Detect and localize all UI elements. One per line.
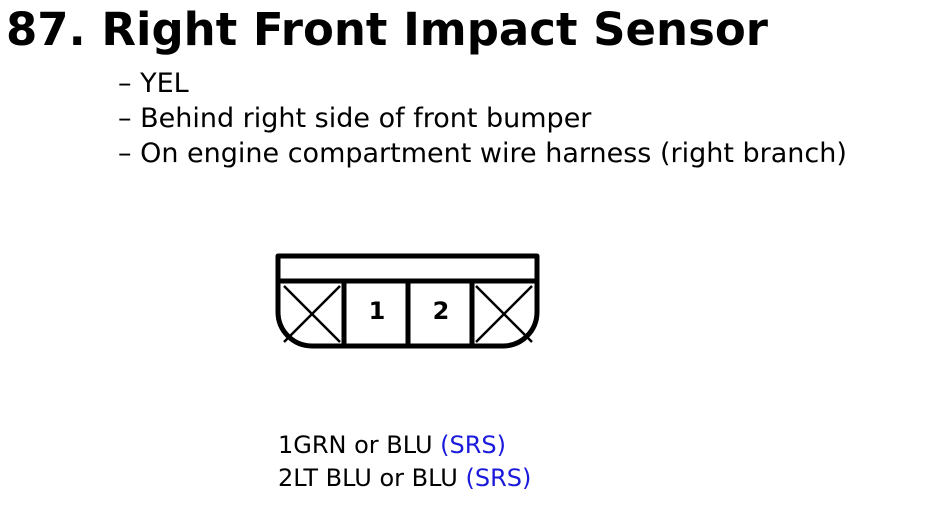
circuit-link[interactable]: (SRS) xyxy=(440,431,507,459)
pin-wire-color: 2LT BLU or BLU xyxy=(278,464,458,492)
empty-cavity-right-cross-icon xyxy=(475,285,533,343)
connector-color: – YEL xyxy=(118,68,189,99)
connector-location: – Behind right side of front bumper xyxy=(118,103,592,134)
circuit-link[interactable]: (SRS) xyxy=(465,464,532,492)
connector-harness: – On engine compartment wire harness (ri… xyxy=(118,138,847,169)
page-title: 87. Right Front Impact Sensor xyxy=(6,3,768,56)
cavity-label-2: 2 xyxy=(433,297,450,325)
empty-cavity-left-cross-icon xyxy=(283,285,341,343)
pin-row: 1GRN or BLU (SRS) xyxy=(278,429,531,462)
pin-wire-color: 1GRN or BLU xyxy=(278,431,433,459)
connector-details-list: – YEL – Behind right side of front bumpe… xyxy=(118,66,847,171)
pin-legend: 1GRN or BLU (SRS) 2LT BLU or BLU (SRS) xyxy=(278,429,531,495)
connector-diagram: 1 2 xyxy=(275,253,540,349)
pin-row: 2LT BLU or BLU (SRS) xyxy=(278,462,531,495)
cavity-label-1: 1 xyxy=(369,297,386,325)
